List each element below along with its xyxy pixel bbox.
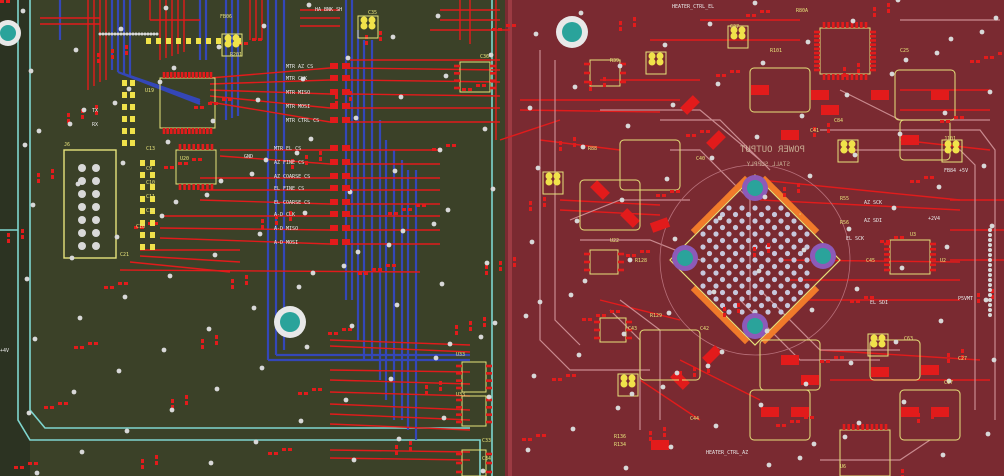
connector-j6: [63, 149, 117, 259]
label-j6: J6: [64, 142, 70, 148]
label-c9: C9: [146, 166, 152, 172]
label-c34: C34: [482, 456, 491, 462]
mirrored-stall-supply-text: STALL SUPPLY: [746, 161, 790, 168]
left-ground-pour: [0, 0, 510, 476]
label-r101: R101: [770, 48, 782, 54]
label-c33: C33: [482, 438, 491, 444]
label-c84: C84: [834, 118, 843, 124]
net-label: MTR MISO: [286, 90, 310, 96]
label-c40: C40: [696, 156, 705, 162]
label-c42: C42: [700, 326, 709, 332]
label-u19: U19: [145, 88, 154, 94]
label-u3: U3: [910, 232, 916, 238]
label-az-sck: AZ SCK: [864, 200, 882, 206]
label-c18: C18: [136, 224, 145, 230]
label-c67: C67: [944, 380, 953, 386]
net-label: MTR CTRL CS: [286, 118, 319, 124]
label-u6: U6: [840, 464, 846, 470]
label-gnd: GND: [244, 154, 253, 160]
mount-holes: [0, 16, 588, 338]
label-c25: C25: [900, 48, 909, 54]
right-power-pour: [505, 0, 1004, 476]
label-r134: R134: [614, 442, 626, 448]
label-ha-bnk: HA BNK SH: [315, 7, 342, 13]
net-label: A-D MISO: [274, 226, 298, 232]
label-c11: C11: [146, 194, 155, 200]
label-c21: C21: [120, 252, 129, 258]
silkscreen-labels: FB06 R201 HA BNK SH C35 C36 HEATER_CTRL_…: [0, 4, 973, 470]
label-c27: C27: [958, 356, 967, 362]
label-u2: U2: [940, 258, 946, 264]
net-label: MTR EL CS: [274, 146, 301, 152]
label-u20: U20: [180, 156, 189, 162]
label-j101: J101: [944, 136, 956, 142]
label-r129: R129: [650, 313, 662, 319]
label-c37: C37: [730, 24, 739, 30]
label-u22: U22: [610, 238, 619, 244]
vias: [20, 0, 999, 476]
label-c43: C43: [628, 326, 637, 332]
label-az-sdi: AZ SDI: [864, 218, 882, 224]
label-c44: C44: [690, 416, 699, 422]
net-label: MTR MOSI: [286, 104, 310, 110]
label-c12: C12: [146, 208, 155, 214]
label-r56: R56: [840, 220, 849, 226]
label-el-sdi: EL SDI: [870, 300, 888, 306]
mirrored-power-output-text: POWER OUTPUT: [739, 145, 805, 155]
label-c35: C35: [368, 10, 377, 16]
net-label: MTR AZ CS: [286, 64, 313, 70]
label-heater-ctrl-el: HEATER_CTRL_EL: [672, 4, 714, 10]
label-r201: R201: [230, 52, 242, 58]
label-c36: C36: [480, 54, 489, 60]
label-u33b: U33: [456, 392, 465, 398]
label-c41: C41: [810, 128, 819, 134]
label-c10: C10: [146, 180, 155, 186]
label-rx: RX: [92, 122, 98, 128]
label-fb06: FB06: [220, 14, 232, 20]
net-label: A-D CLK: [274, 212, 295, 218]
label-u33: U33: [456, 352, 465, 358]
label-c63: C63: [904, 336, 913, 342]
net-label-column: MTR AZ CS MTR CLK MTR MISO MTR MOSI MTR CTRL…: [274, 63, 350, 246]
net-label: AZ FINE CS: [274, 160, 304, 166]
label-r39: R39: [610, 58, 619, 64]
board-outline: [0, 0, 493, 476]
label-m4v: +4V: [0, 348, 9, 354]
label-r128: R128: [635, 258, 647, 264]
label-heater-ctrl-az: HEATER_CTRL_AZ: [706, 450, 748, 456]
label-r88: R88: [588, 146, 597, 152]
net-label: AZ COARSE CS: [274, 174, 310, 180]
net-label: EL FINE CS: [274, 186, 304, 192]
top-left-dark-strip: [0, 0, 30, 476]
bga-chip: [659, 164, 851, 356]
label-c45: C45: [866, 258, 875, 264]
label-r80a: R80A: [796, 8, 808, 14]
label-r55: R55: [840, 196, 849, 202]
label-c13: C13: [146, 146, 155, 152]
label-fb84: FB84 +5V: [944, 168, 968, 174]
label-el-sck: EL SCK: [846, 236, 864, 242]
label-r136: R136: [614, 434, 626, 440]
label-tx: TX: [92, 108, 98, 114]
net-label: A-D MOSI: [274, 240, 298, 246]
label-sens: +2V4: [928, 216, 940, 222]
net-label: MTR CLK: [286, 76, 307, 82]
net-label: EL COARSE CS: [274, 200, 310, 206]
label-p5vmt: P5VMT: [958, 296, 973, 302]
ic-footprints: [159, 22, 936, 476]
power-traces: [539, 19, 1000, 461]
